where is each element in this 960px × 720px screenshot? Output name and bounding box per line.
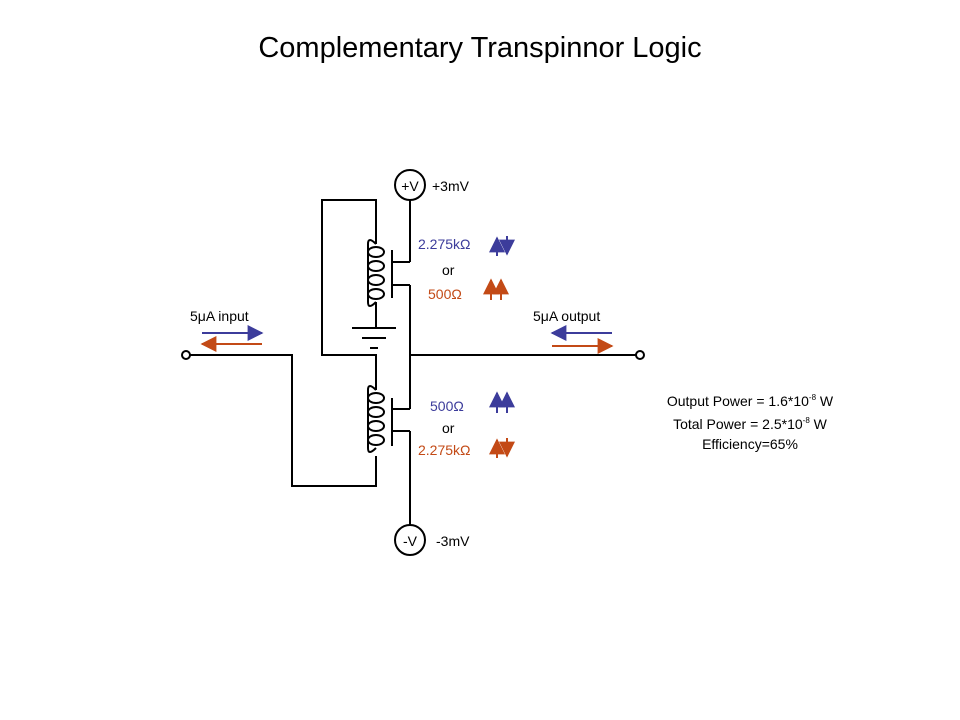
ground-symbol (352, 327, 396, 349)
upper-red-resistance: 500Ω (428, 286, 462, 302)
positive-supply-node (394, 169, 426, 201)
negative-supply-node (394, 524, 426, 556)
lower-or-label: or (442, 420, 455, 436)
positive-supply-label: +V (401, 178, 419, 194)
total-power-text: Total Power = 2.5*10 (673, 416, 803, 432)
total-power-unit: W (809, 416, 827, 432)
lower-coil (367, 385, 385, 453)
upper-or-label: or (442, 262, 455, 278)
upper-blue-resistance: 2.275kΩ (418, 236, 471, 252)
output-terminal[interactable] (635, 350, 645, 360)
upper-coil (367, 239, 385, 307)
output-power-line: Output Power = 1.6*10-8 W (600, 388, 900, 411)
positive-supply-voltage: +3mV (432, 178, 470, 194)
coil-loop-wire (321, 199, 377, 390)
lower-red-resistance: 2.275kΩ (418, 442, 471, 458)
negative-supply-voltage: -3mV (436, 533, 470, 549)
output-power-exponent: -8 (808, 393, 817, 402)
input-terminal[interactable] (181, 350, 191, 360)
lower-blue-resistance: 500Ω (430, 398, 464, 414)
input-wire (190, 354, 377, 487)
input-label: 5μA input (190, 308, 249, 324)
negative-supply-label: -V (403, 533, 418, 549)
total-power-line: Total Power = 2.5*10-8 W (600, 411, 900, 434)
slide-title: Complementary Transpinnor Logic (258, 32, 702, 64)
total-power-exponent: -8 (802, 416, 810, 425)
output-label: 5μA output (533, 308, 600, 324)
efficiency-line: Efficiency=65% (702, 436, 798, 452)
output-power-unit: W (816, 393, 834, 409)
output-power-text: Output Power = 1.6*10 (666, 393, 809, 409)
